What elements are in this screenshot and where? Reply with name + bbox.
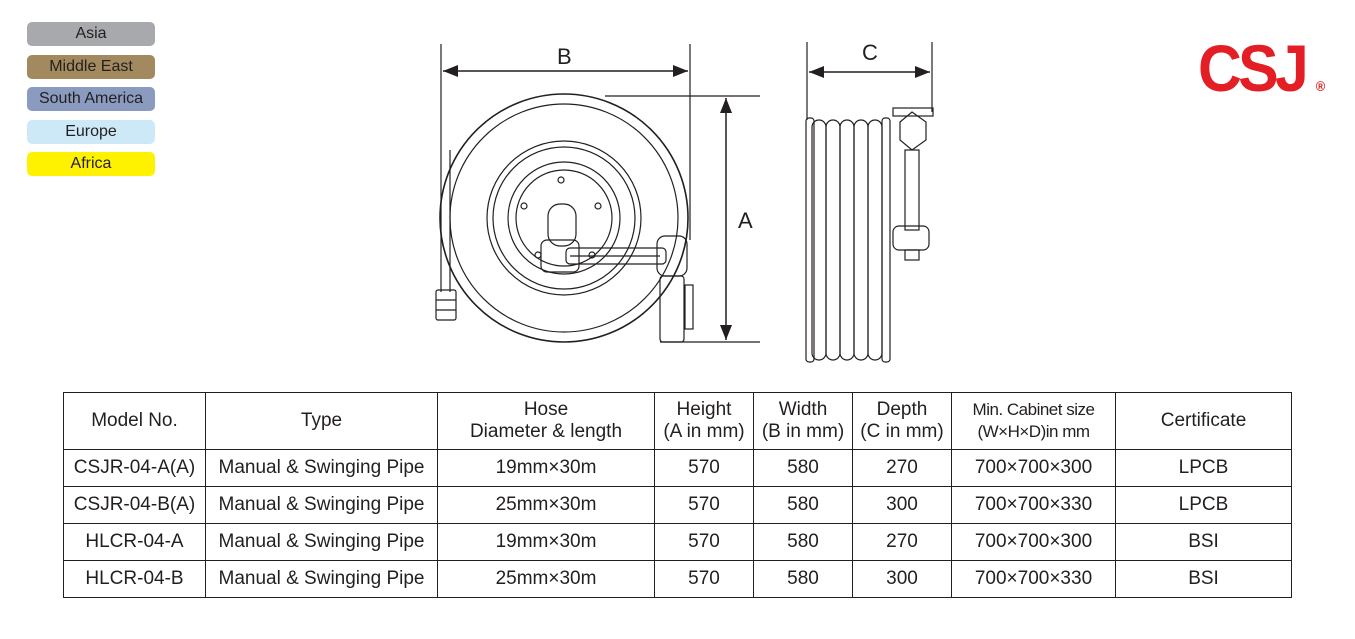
hose-reel-drawing: B A C (435, 40, 934, 363)
cell-height: 570 (654, 449, 754, 487)
cell-hose: 19mm×30m (437, 523, 655, 561)
cell-height: 570 (654, 523, 754, 561)
col-header-cabinet-size: Min. Cabinet size(W×H×D)in mm (951, 392, 1116, 450)
reel-side-view (805, 107, 934, 363)
cell-height: 570 (654, 560, 754, 598)
cell-certificate: BSI (1115, 560, 1292, 598)
cell-depth: 300 (852, 486, 952, 524)
brand-logo: CSJ ® (1198, 30, 1325, 106)
cell-width: 580 (753, 523, 853, 561)
cell-model: CSJR-04-A(A) (63, 449, 206, 487)
dimension-label-c: C (862, 40, 878, 65)
col-header-model: Model No. (63, 392, 206, 450)
brand-logo-text: CSJ (1198, 31, 1309, 105)
reel-front-view (435, 93, 694, 343)
cell-width: 580 (753, 449, 853, 487)
cell-width: 580 (753, 486, 853, 524)
cell-width: 580 (753, 560, 853, 598)
cell-certificate: BSI (1115, 523, 1292, 561)
cell-type: Manual & Swinging Pipe (205, 486, 438, 524)
table-row: CSJR-04-A(A) Manual & Swinging Pipe 19mm… (63, 449, 1292, 487)
cell-depth: 270 (852, 449, 952, 487)
col-header-certificate: Certificate (1115, 392, 1292, 450)
cell-cabinet-size: 700×700×330 (951, 486, 1116, 524)
dimension-label-b: B (557, 44, 572, 69)
legend-item-middle-east: Middle East (27, 54, 155, 79)
cell-depth: 270 (852, 523, 952, 561)
cell-type: Manual & Swinging Pipe (205, 560, 438, 598)
legend-item-asia: Asia (27, 22, 155, 46)
legend-item-south-america: South America (27, 87, 155, 111)
table-row: CSJR-04-B(A) Manual & Swinging Pipe 25mm… (63, 486, 1292, 524)
cell-hose: 25mm×30m (437, 486, 655, 524)
region-legend: Asia Middle East South America Europe Af… (27, 22, 157, 185)
col-header-width: Width(B in mm) (753, 392, 853, 450)
cell-certificate: LPCB (1115, 449, 1292, 487)
cell-model: CSJR-04-B(A) (63, 486, 206, 524)
cell-cabinet-size: 700×700×300 (951, 523, 1116, 561)
cell-height: 570 (654, 486, 754, 524)
col-header-depth: Depth(C in mm) (852, 392, 952, 450)
cell-model: HLCR-04-B (63, 560, 206, 598)
table-row: HLCR-04-B Manual & Swinging Pipe 25mm×30… (63, 560, 1292, 598)
cell-model: HLCR-04-A (63, 523, 206, 561)
col-header-type: Type (205, 392, 438, 450)
cell-depth: 300 (852, 560, 952, 598)
cell-type: Manual & Swinging Pipe (205, 449, 438, 487)
cell-hose: 25mm×30m (437, 560, 655, 598)
table-row: HLCR-04-A Manual & Swinging Pipe 19mm×30… (63, 523, 1292, 561)
dimension-label-a: A (738, 208, 753, 233)
cell-hose: 19mm×30m (437, 449, 655, 487)
cell-certificate: LPCB (1115, 486, 1292, 524)
cell-cabinet-size: 700×700×300 (951, 449, 1116, 487)
cell-cabinet-size: 700×700×330 (951, 560, 1116, 598)
cell-type: Manual & Swinging Pipe (205, 523, 438, 561)
legend-item-europe: Europe (27, 119, 155, 144)
registered-mark: ® (1315, 78, 1326, 94)
legend-item-africa: Africa (27, 152, 155, 176)
col-header-height: Height(A in mm) (654, 392, 754, 450)
